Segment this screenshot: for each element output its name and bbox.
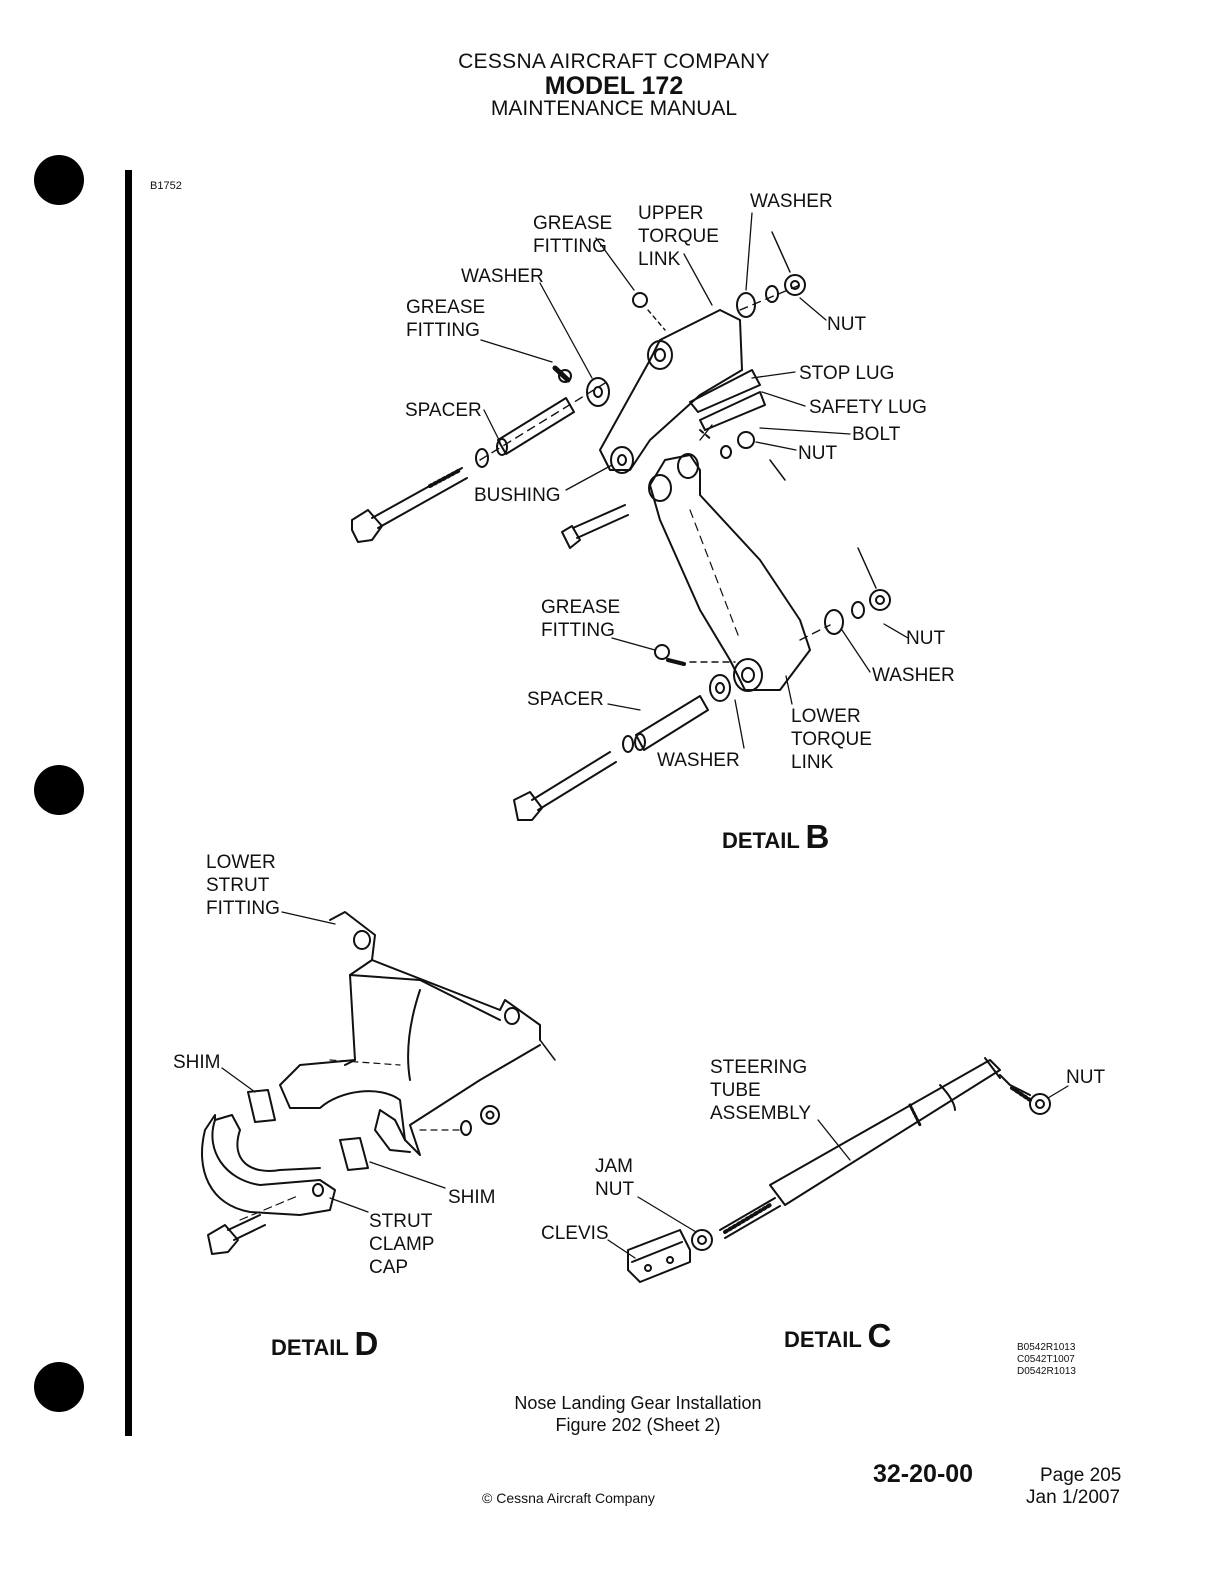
spacer-lower	[635, 695, 709, 751]
label-nut-top: NUT	[827, 314, 867, 335]
washer-upper-right	[736, 292, 756, 318]
ref-code: C0542T1007	[1017, 1354, 1075, 1365]
caption-figure: Figure 202 (Sheet 2)	[555, 1415, 721, 1435]
label-strut-clamp-cap: STRUT CLAMP CAP	[369, 1211, 435, 1278]
label-grease-fitting-top: GREASE FITTING	[533, 213, 613, 257]
label-spacer-lower: SPACER	[527, 689, 604, 710]
binder-hole-bottom	[34, 1362, 84, 1412]
shim-right	[339, 1137, 369, 1171]
label-grease-fitting-lower: GREASE FITTING	[541, 597, 621, 641]
label-bushing: BUSHING	[474, 485, 561, 506]
leader-lines	[221, 212, 1069, 1259]
figure-caption: Nose Landing Gear Installation Figure 20…	[0, 1392, 1228, 1436]
label-washer-left: WASHER	[461, 266, 544, 287]
strut-clamp-cap-part	[201, 1114, 336, 1216]
label-nut-mid: NUT	[798, 443, 838, 464]
steering-tube-part	[719, 1057, 1032, 1239]
page-number: Page 205	[1040, 1465, 1122, 1486]
label-spacer-top: SPACER	[405, 400, 482, 421]
caption-title: Nose Landing Gear Installation	[514, 1393, 762, 1413]
label-jam-nut: JAM NUT	[595, 1156, 635, 1200]
lower-torque-link-part	[648, 453, 811, 692]
label-lower-strut-fitting: LOWER STRUT FITTING	[206, 852, 280, 919]
company-name: CESSNA AIRCRAFT COMPANY	[458, 50, 770, 73]
label-shim-right: SHIM	[448, 1187, 496, 1208]
detail-d-title: DETAIL D	[271, 1325, 378, 1363]
lower-strut-fitting-part	[279, 911, 556, 1156]
detail-b-title: DETAIL B	[722, 818, 829, 856]
model-title: MODEL 172	[544, 72, 684, 100]
ref-code: D0542R1013	[1017, 1366, 1076, 1377]
label-washer-bottom: WASHER	[657, 750, 740, 771]
detail-b-word: DETAIL	[722, 828, 800, 853]
label-steering-tube-assembly: STEERING TUBE ASSEMBLY	[710, 1057, 812, 1124]
upper-axis-line	[479, 379, 611, 461]
shim-left	[247, 1089, 276, 1123]
detail-c-title: DETAIL C	[784, 1317, 891, 1355]
art-code: B1752	[150, 180, 182, 192]
detail-b-letter: B	[805, 818, 830, 855]
label-stop-lug: STOP LUG	[799, 363, 895, 384]
binder-hole-top	[34, 155, 84, 205]
page-date: Jan 1/2007	[1026, 1487, 1121, 1508]
label-safety-lug: SAFETY LUG	[809, 397, 927, 418]
detail-d-letter: D	[354, 1325, 379, 1362]
label-clevis: CLEVIS	[541, 1223, 609, 1244]
section-number: 32-20-00	[873, 1460, 974, 1488]
label-nut-steering: NUT	[1066, 1067, 1106, 1088]
upper-torque-link-part	[599, 309, 766, 474]
detail-d-word: DETAIL	[271, 1335, 349, 1360]
change-bar	[125, 170, 132, 1436]
label-shim-left: SHIM	[173, 1052, 221, 1073]
copyright: © Cessna Aircraft Company	[482, 1490, 655, 1506]
clevis-part	[627, 1229, 691, 1283]
label-washer-right: WASHER	[872, 665, 955, 686]
reference-codes: B0542R1013 C0542T1007 D0542R1013	[1017, 1342, 1076, 1378]
label-upper-torque-link: UPPER TORQUE LINK	[638, 203, 719, 270]
ref-code: B0542R1013	[1017, 1342, 1076, 1353]
label-bolt: BOLT	[852, 424, 901, 445]
label-washer-top: WASHER	[750, 191, 833, 212]
label-nut-lower: NUT	[906, 628, 946, 649]
label-grease-fitting-left: GREASE FITTING	[406, 297, 486, 341]
bolt-upper	[371, 467, 468, 529]
detail-c-word: DETAIL	[784, 1327, 862, 1352]
binder-hole-middle	[34, 765, 84, 815]
spacer-upper	[497, 397, 575, 455]
label-lower-torque-link: LOWER TORQUE LINK	[791, 706, 872, 773]
detail-c-letter: C	[867, 1317, 892, 1354]
manual-title: MAINTENANCE MANUAL	[490, 97, 738, 120]
